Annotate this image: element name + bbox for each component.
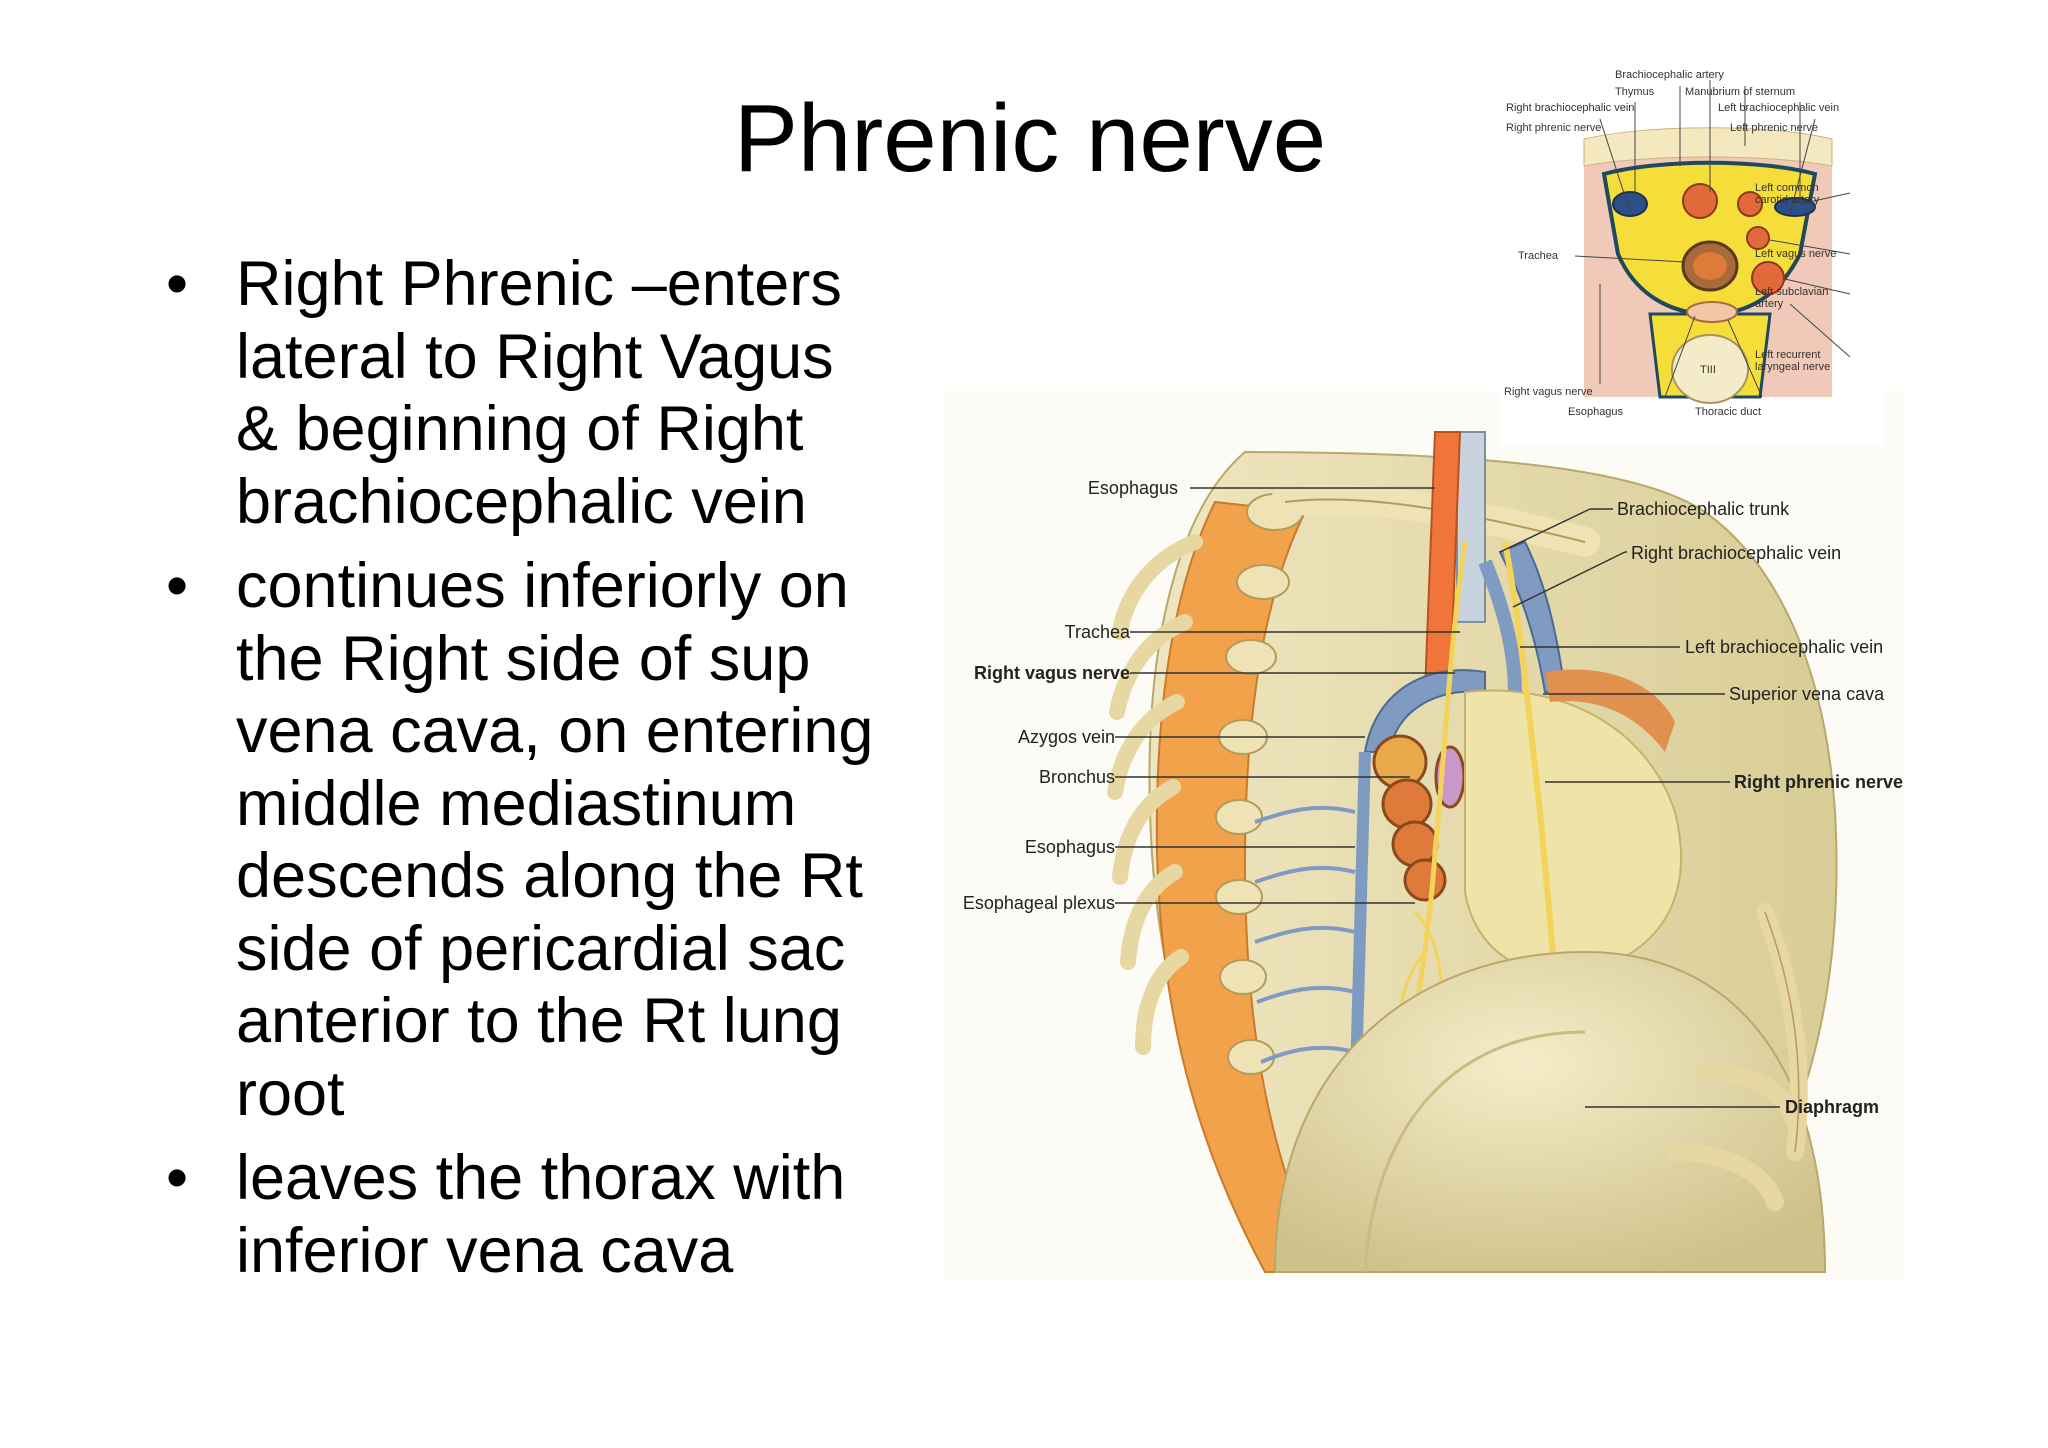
label-diaphragm: Diaphragm — [1785, 1097, 1880, 1117]
inset-label-left-common-carotid: Left common carotid artery — [1755, 182, 1820, 206]
bullet-list: • Right Phrenic –enters lateral to Right… — [160, 248, 950, 1299]
inset-label-left-recurrent-laryngeal: Left recurrent laryngeal nerve — [1755, 349, 1831, 373]
bullet-text: continues inferiorly on the Right side o… — [236, 551, 874, 1129]
label-bronchus: Bronchus — [1038, 767, 1115, 787]
inset-label-tiii: TIII — [1700, 364, 1716, 376]
inset-label-brachiocephalic-artery: Brachiocephalic artery — [1615, 69, 1724, 81]
inset-label-left-phrenic-nerve: Left phrenic nerve — [1730, 122, 1819, 134]
bullet-text: Right Phrenic –enters lateral to Right V… — [236, 249, 842, 537]
inset-label-right-vagus-nerve: Right vagus nerve — [1504, 386, 1593, 398]
label-azygos-vein: Azygos vein — [1017, 727, 1115, 747]
bullet-item: • continues inferiorly on the Right side… — [160, 550, 950, 1130]
inset-label-left-brachiocephalic-vein: Left brachiocephalic vein — [1718, 102, 1840, 114]
label-brachiocephalic-trunk: Brachiocephalic trunk — [1617, 499, 1790, 519]
thorax-drawing — [1107, 431, 1838, 1273]
inset-label-thymus: Thymus — [1615, 86, 1655, 98]
slide-title: Phrenic nerve — [733, 85, 1327, 192]
label-esophagus-lower: Esophagus — [1024, 837, 1115, 857]
label-esophageal-plexus: Esophageal plexus — [962, 893, 1115, 913]
label-right-phrenic-nerve: Right phrenic nerve — [1734, 772, 1904, 792]
bullet-marker: • — [166, 1143, 189, 1213]
inset-label-manubrium: Manubrium of sternum — [1685, 86, 1796, 98]
thorax-illustration: Esophagus Trachea Right vagus nerve Azyg… — [945, 392, 1905, 1280]
bullet-marker: • — [166, 551, 189, 621]
bullet-item: • Right Phrenic –enters lateral to Right… — [160, 248, 950, 538]
bullet-text: leaves the thorax with inferior vena cav… — [236, 1143, 846, 1286]
label-esophagus-upper: Esophagus — [1087, 478, 1178, 498]
inset-label-left-subclavian-artery: Left subclavian artery — [1755, 286, 1829, 310]
label-left-brachiocephalic-vein: Left brachiocephalic vein — [1685, 637, 1884, 657]
inset-label-esophagus: Esophagus — [1568, 406, 1624, 418]
inset-label-left-vagus-nerve: Left vagus nerve — [1755, 248, 1837, 260]
inset-label-thoracic-duct: Thoracic duct — [1695, 406, 1762, 418]
bullet-marker: • — [166, 249, 189, 319]
label-right-brachiocephalic-vein: Right brachiocephalic vein — [1631, 543, 1842, 563]
label-trachea: Trachea — [1064, 622, 1130, 642]
inset-label-right-phrenic-nerve: Right phrenic nerve — [1506, 122, 1602, 134]
bullet-item: • leaves the thorax with inferior vena c… — [160, 1142, 950, 1287]
label-superior-vena-cava: Superior vena cava — [1729, 684, 1885, 704]
inset-label-trachea: Trachea — [1518, 250, 1558, 262]
cross-section-drawing — [1574, 80, 1851, 404]
label-right-vagus-nerve: Right vagus nerve — [973, 663, 1130, 683]
inset-label-right-brachiocephalic-vein: Right brachiocephalic vein — [1506, 102, 1635, 114]
cross-section-inset: Brachiocephalic artery Thymus Manubrium … — [1500, 64, 1885, 446]
